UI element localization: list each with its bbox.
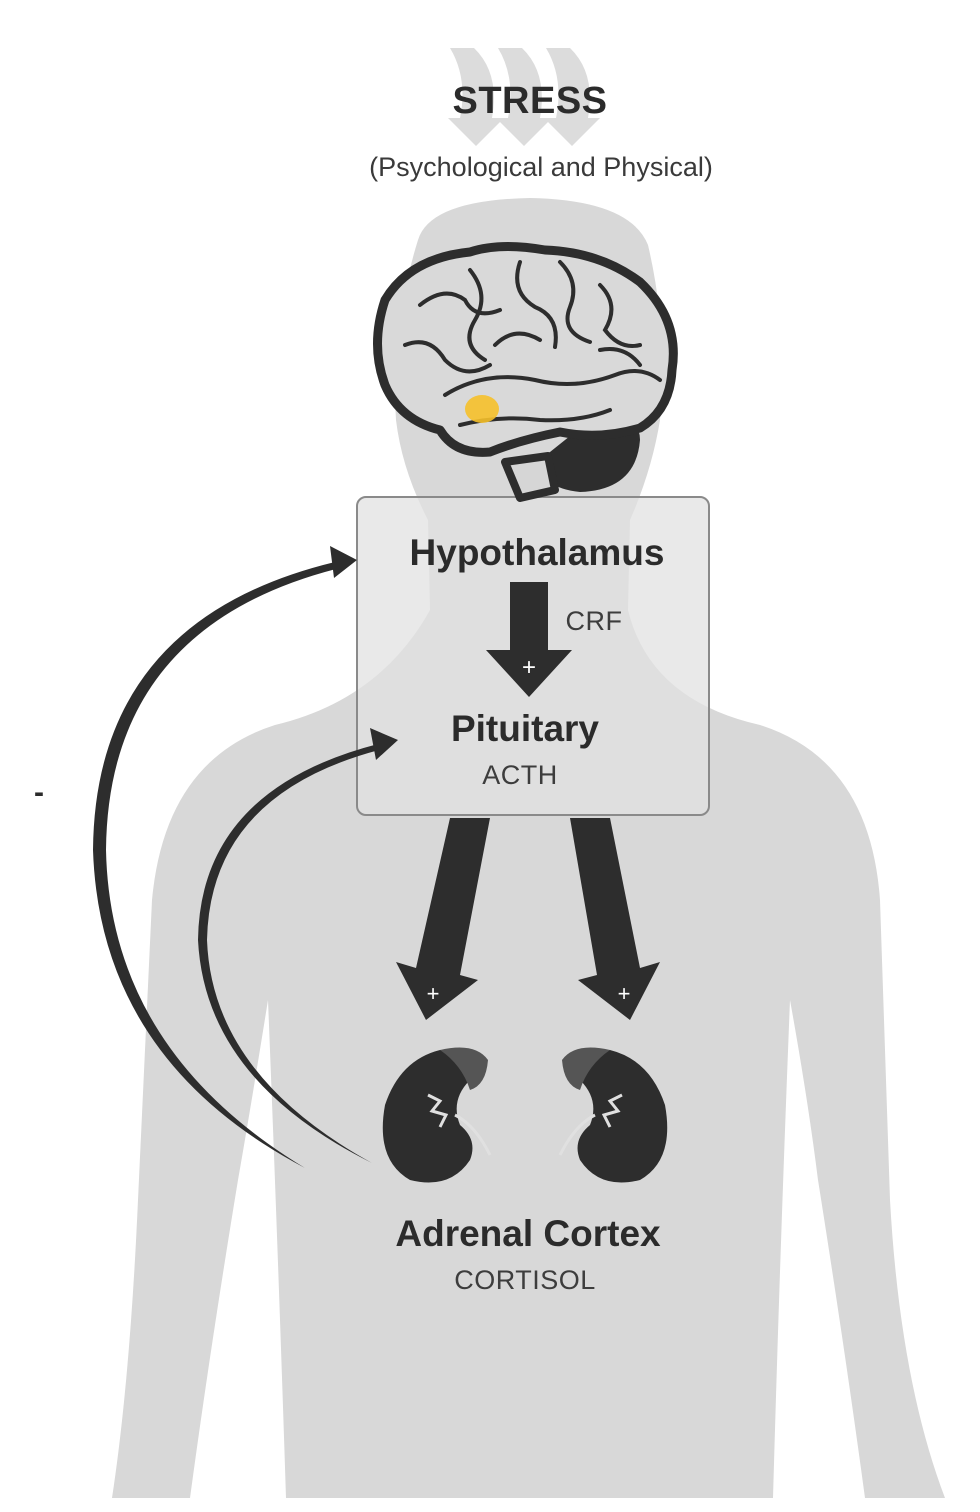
feedback-arc-hypothalamus: [93, 546, 357, 1168]
kidney-left-icon: [382, 1047, 492, 1183]
body-silhouette: [112, 198, 945, 1498]
svg-text:+: +: [618, 981, 631, 1006]
amygdala-highlight: [465, 395, 499, 423]
stress-title: STRESS: [452, 80, 608, 122]
acth-arrow-right: +: [570, 818, 660, 1020]
brain-icon: [373, 241, 678, 502]
kidney-right-icon: [558, 1047, 668, 1183]
crf-plus-sign: +: [522, 654, 536, 681]
hypothalamus-label: Hypothalamus: [409, 532, 665, 573]
adrenal-cortex-label: Adrenal Cortex: [395, 1213, 661, 1254]
acth-arrow-left: +: [396, 818, 490, 1020]
svg-text:+: +: [427, 981, 440, 1006]
stress-subtitle: (Psychological and Physical): [369, 152, 713, 182]
crf-arrow: +: [486, 582, 572, 697]
feedback-arc-pituitary: [198, 728, 398, 1163]
cortisol-label: CORTISOL: [454, 1265, 596, 1295]
stress-arrows-icon: [448, 48, 600, 146]
crf-label: CRF: [565, 606, 623, 636]
acth-label: ACTH: [482, 760, 558, 790]
negative-feedback-sign: -: [34, 776, 44, 809]
pituitary-label: Pituitary: [450, 708, 600, 749]
